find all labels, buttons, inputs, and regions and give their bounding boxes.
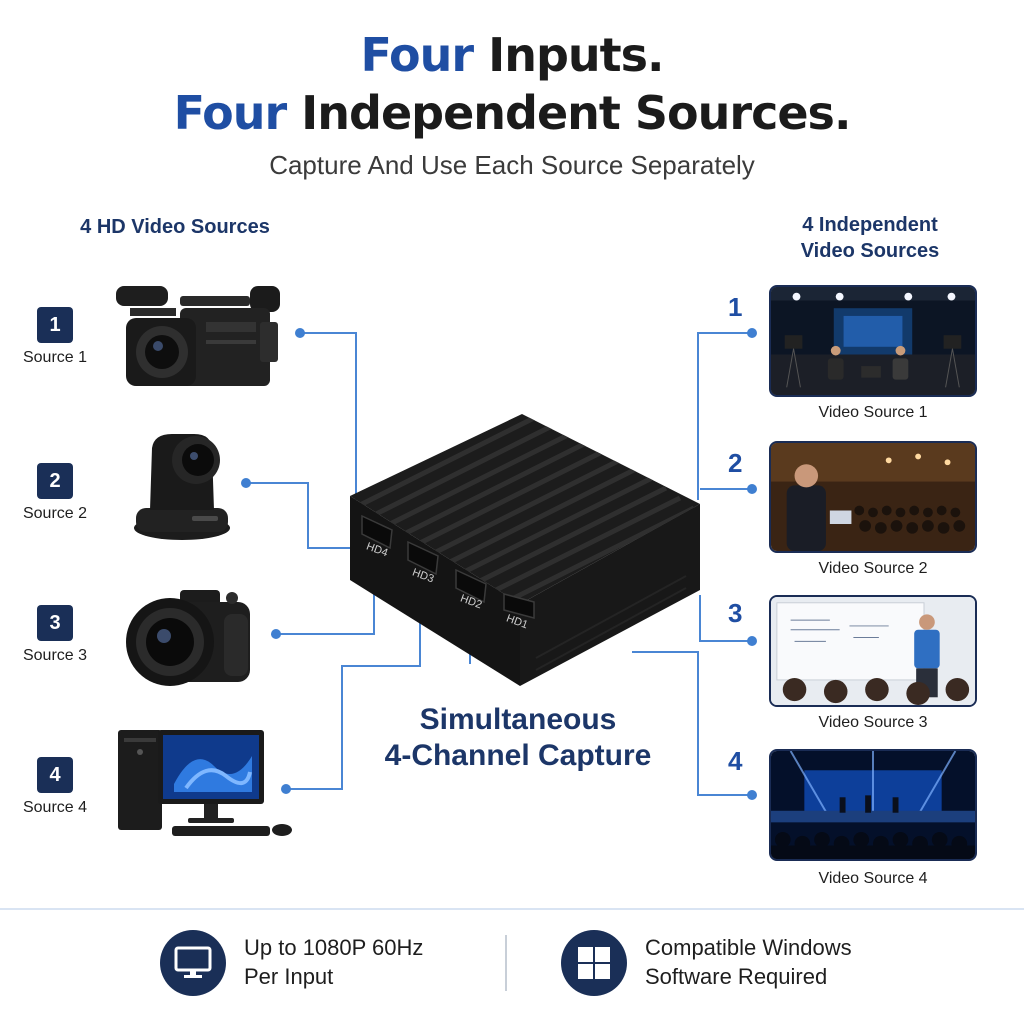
output-label: Video Source 4 [818,870,928,887]
thumbnail-stage-concert [769,749,977,861]
wire-source-1 [300,332,357,500]
headline-line-2: Four Independent Sources. [0,86,1024,140]
source-number-badge: 3 [37,605,73,641]
right-title-line-1: 4 Independent [802,214,938,236]
source-number-badge: 2 [37,463,73,499]
source-label: Source 1 [22,349,88,366]
output-number: 3 [728,598,743,628]
output-label: Video Source 2 [818,560,928,577]
wire-output-3 [699,595,752,642]
footer-separator [505,935,507,991]
left-column-title: 4 HD Video Sources [80,216,270,238]
output-label: Video Source 1 [818,404,928,421]
source-label: Source 3 [22,647,88,664]
headline-rest: Inputs. [473,28,664,82]
ptz-camera-icon [134,434,230,540]
source-label: Source 2 [22,505,88,522]
output-number: 1 [728,292,743,322]
output-number: 4 [728,746,743,776]
headline-rest: Independent Sources. [286,86,851,140]
wire-source-2 [246,482,372,549]
right-column-title: 4 Independent Video Sources [760,212,980,264]
footer-text-line: Software Required [645,964,828,989]
footer-text-line: Compatible Windows [645,935,852,960]
caption-line-1: Simultaneous [419,703,617,736]
output-number: 2 [728,448,743,478]
wire-output-1 [697,332,752,500]
footer-text-line: Up to 1080P 60Hz [244,935,424,960]
footer-compatibility-text: Compatible Windows Software Required [645,933,945,991]
thumbnail-studio-interview [769,285,977,397]
thumbnail-conference-speaker [769,441,977,553]
source-label: Source 4 [22,799,88,816]
right-title-line-2: Video Sources [800,240,940,262]
footer-divider [0,908,1024,910]
camcorder-icon [116,286,280,386]
windows-logo-icon [561,930,627,996]
capture-device [350,414,700,686]
output-label: Video Source 3 [818,714,928,731]
monitor-icon [160,930,226,996]
wire-source-4 [286,578,421,790]
subheadline: Capture And Use Each Source Separately [269,150,755,180]
dslr-camera-icon [126,590,250,686]
footer-text-line: Per Input [244,964,334,989]
headline-line-1: Four Inputs. [0,28,1024,82]
thumbnail-classroom-lecture [769,595,977,707]
desktop-pc-icon [118,730,292,836]
wire-output-4 [632,651,752,796]
headline-accent: Four [360,28,474,82]
center-caption: Simultaneous 4-Channel Capture [360,702,676,774]
footer-resolution-text: Up to 1080P 60Hz Per Input [244,933,494,991]
headline-accent: Four [173,86,288,140]
source-number-badge: 1 [37,307,73,343]
source-number-badge: 4 [37,757,73,793]
caption-line-2: 4-Channel Capture [384,739,652,772]
